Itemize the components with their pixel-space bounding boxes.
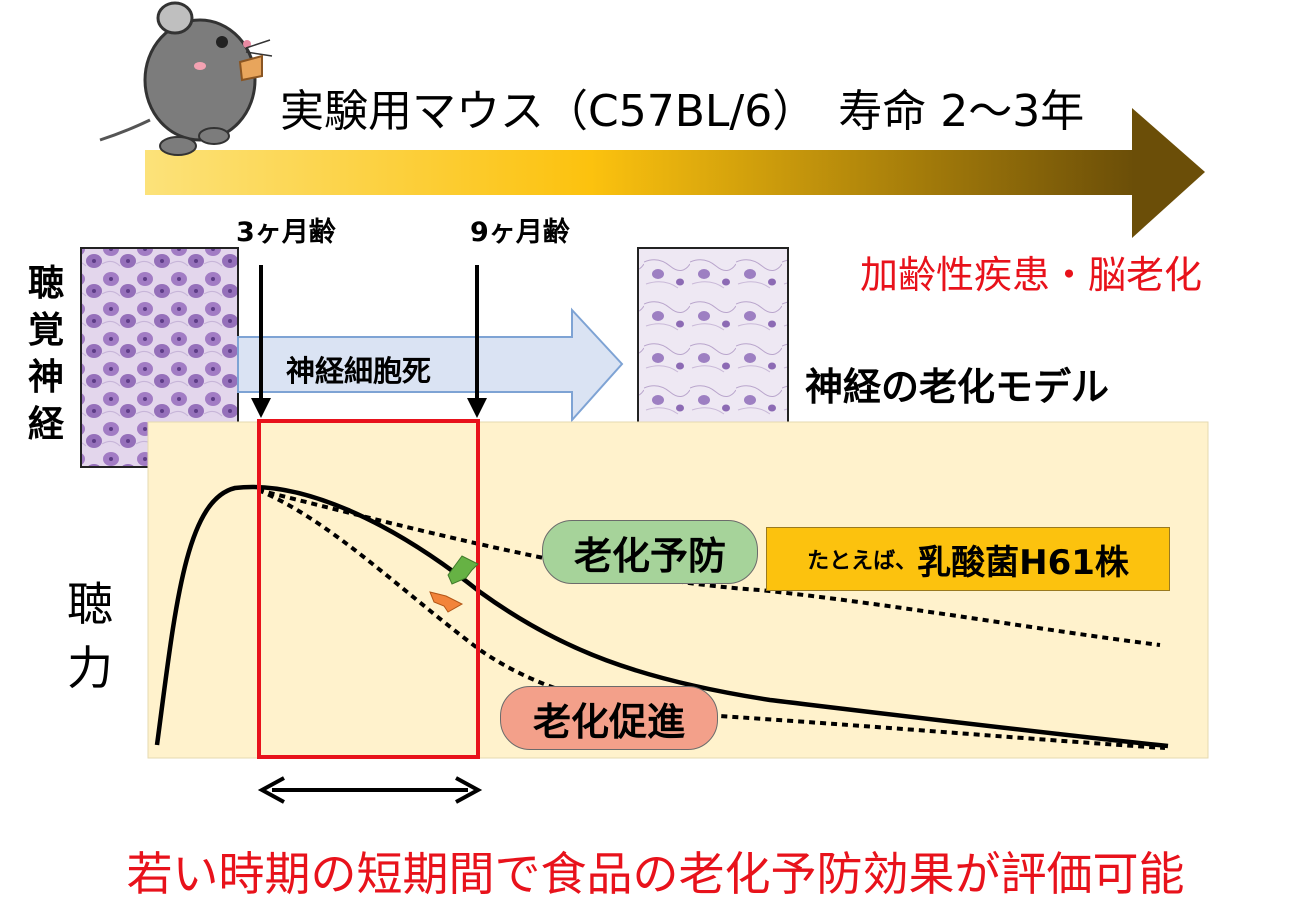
- promotion-curve: [257, 488, 1166, 750]
- lifespan-title: 実験用マウス（C57BL/6） 寿命 2〜3年: [280, 86, 1085, 137]
- conclusion-text: 若い時期の短期間で食品の老化予防効果が評価可能: [126, 847, 1185, 901]
- timeline-arrow: [145, 108, 1205, 238]
- cell-death-arrow: [237, 307, 624, 423]
- promotion-pill: 老化促進: [500, 686, 718, 750]
- promotion-arrow-icon: [429, 591, 464, 613]
- cell-death-label: 神経細胞死: [286, 354, 432, 388]
- age-related-disease-label: 加齢性疾患・脳老化: [860, 253, 1203, 297]
- prevention-pill: 老化予防: [542, 520, 758, 584]
- period-double-arrow: [257, 776, 483, 804]
- age-3-months-label: 3ヶ月齢: [236, 217, 336, 248]
- example-prefix: たとえば、: [807, 549, 918, 574]
- age-9-months-label: 9ヶ月齢: [470, 217, 570, 248]
- hearing-axis-label: 聴力: [67, 577, 113, 695]
- example-strain-label: 乳酸菌H61株: [917, 542, 1129, 583]
- prevention-arrow-icon: [447, 555, 479, 585]
- evaluation-window: [257, 419, 480, 759]
- age-9-arrow: [467, 265, 487, 418]
- age-3-arrow: [251, 265, 271, 418]
- auditory-nerve-label: 聴覚神経: [27, 263, 64, 445]
- mouse-illustration: [99, 1, 273, 156]
- normal-hearing-curve: [154, 484, 1169, 749]
- example-box: たとえば、 乳酸菌H61株: [766, 527, 1170, 591]
- aging-model-label: 神経の老化モデル: [805, 365, 1110, 409]
